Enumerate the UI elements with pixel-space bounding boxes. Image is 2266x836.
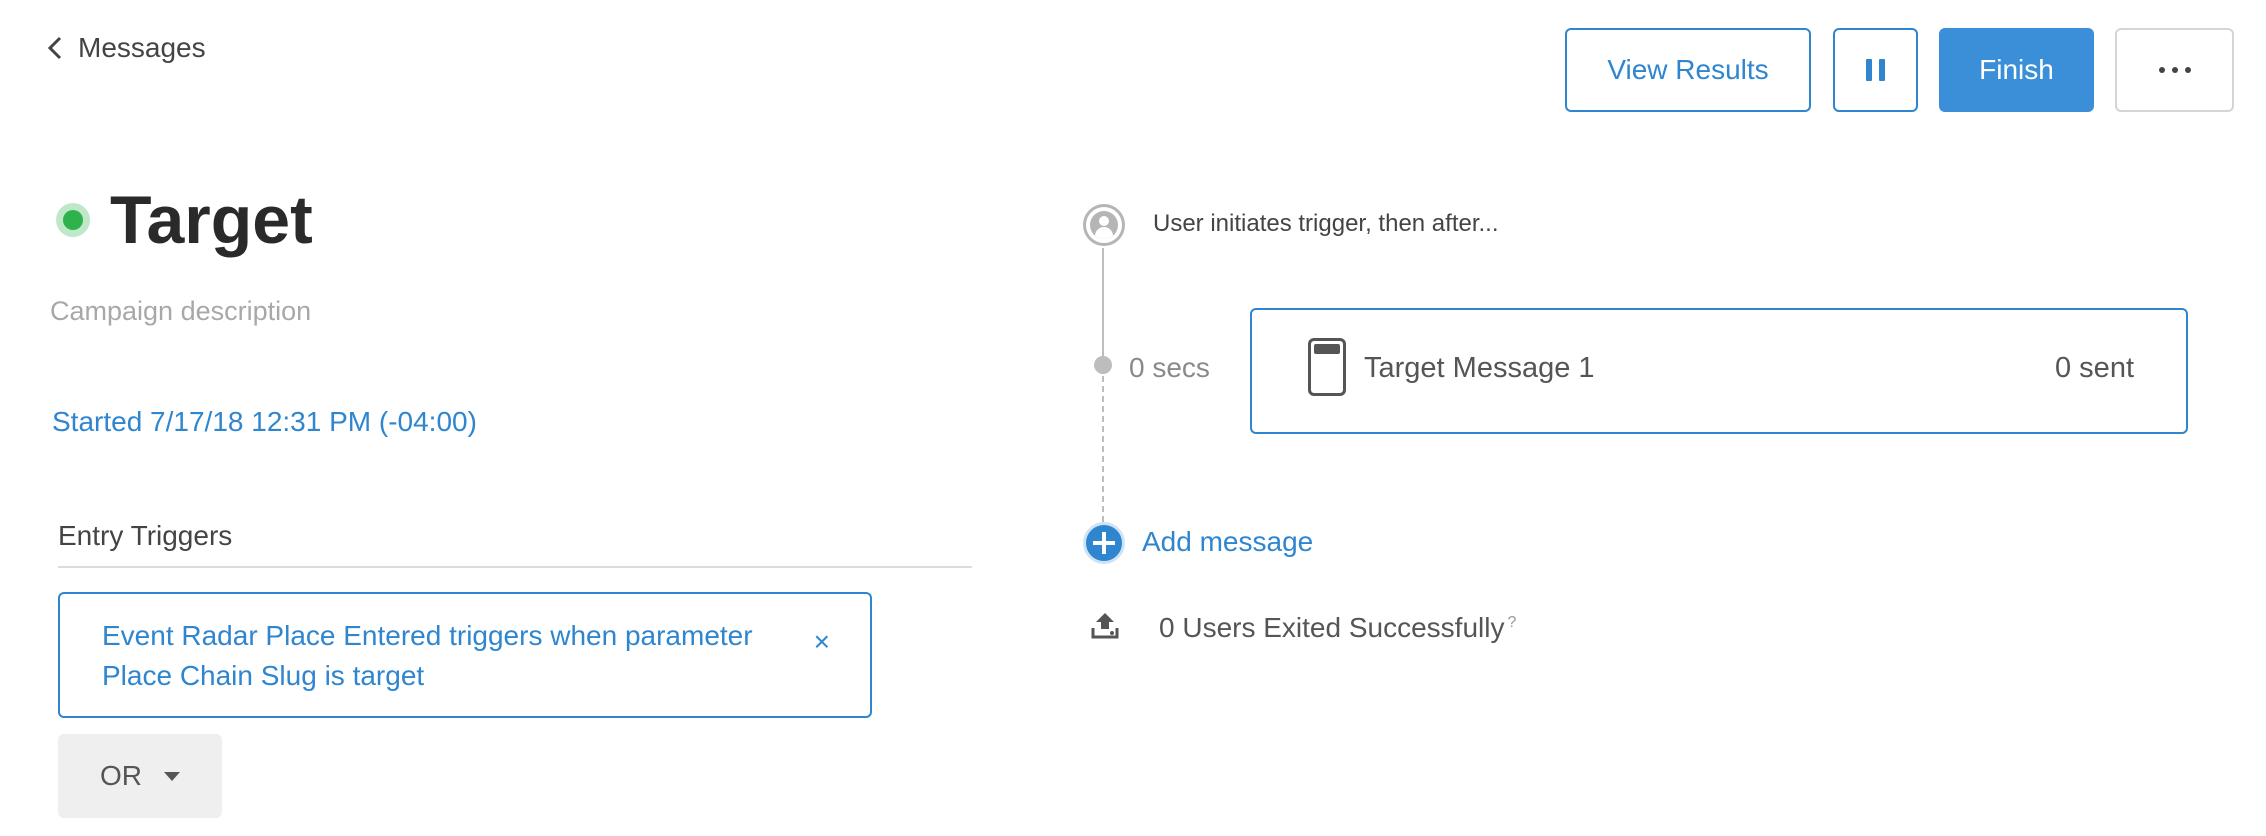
status-active-icon: [56, 203, 90, 237]
chevron-left-icon: [47, 36, 62, 60]
title-row: Target: [56, 186, 313, 254]
campaign-description[interactable]: Campaign description: [50, 296, 312, 326]
entry-trigger-card[interactable]: Event Radar Place Entered triggers when …: [58, 592, 872, 718]
remove-trigger-icon[interactable]: ×: [813, 626, 830, 657]
users-exited-text: 0 Users Exited Successfully: [1159, 612, 1505, 643]
help-icon[interactable]: ?: [1507, 613, 1517, 631]
entry-triggers-header: Entry Triggers: [58, 520, 972, 568]
or-label: OR: [100, 760, 142, 791]
mobile-phone-icon: [1308, 338, 1346, 396]
entry-trigger-text: Event Radar Place Entered triggers when …: [102, 620, 753, 691]
or-dropdown-button[interactable]: OR: [58, 734, 222, 818]
back-link-label: Messages: [78, 32, 206, 63]
user-icon: [1083, 204, 1125, 246]
add-circle-icon[interactable]: [1083, 522, 1125, 564]
flow-trigger-label: User initiates trigger, then after...: [1153, 210, 1499, 237]
delay-label: 0 secs: [1129, 352, 1210, 383]
started-timestamp[interactable]: Started 7/17/18 12:31 PM (-04:00): [52, 406, 477, 437]
view-results-button[interactable]: View Results: [1565, 28, 1811, 112]
back-to-messages-link[interactable]: Messages: [46, 32, 206, 64]
message-card[interactable]: Target Message 1 0 sent: [1250, 308, 2188, 434]
upload-exit-icon: [1091, 613, 1119, 639]
pause-icon: [1866, 59, 1885, 81]
campaign-title: Target: [110, 182, 313, 258]
flow-connector: [1102, 248, 1104, 360]
flow-connector-dashed: [1102, 376, 1104, 522]
more-options-button[interactable]: [2115, 28, 2234, 112]
finish-button[interactable]: Finish: [1939, 28, 2094, 112]
message-name: Target Message 1: [1364, 352, 1595, 384]
message-sent-count: 0 sent: [2055, 352, 2134, 384]
add-message-link[interactable]: Add message: [1142, 526, 1314, 557]
pause-button[interactable]: [1833, 28, 1918, 112]
users-exited-label: 0 Users Exited Successfully?: [1159, 612, 1516, 644]
ellipsis-icon: [2158, 67, 2191, 73]
flow-node-dot: [1094, 356, 1112, 374]
caret-down-icon: [164, 771, 180, 781]
